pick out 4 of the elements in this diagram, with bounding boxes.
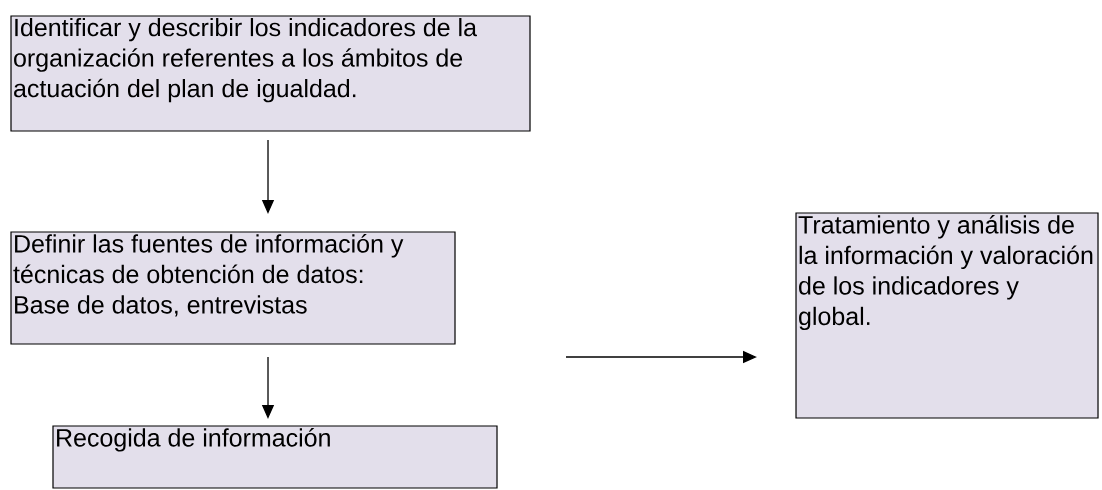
process-box: Tratamiento y análisis de la información y valoración de los indicadores y global.	[795, 212, 1099, 419]
process-box: Identificar y describir los indicadores de la organización referentes a los ámbitos de actuación del plan de igualdad.	[10, 15, 531, 132]
process-box: Definir las fuentes de información y técnicas de obtención de datos: Base de datos, entrevistas	[10, 231, 456, 345]
process-box: Recogida de información	[52, 425, 498, 489]
